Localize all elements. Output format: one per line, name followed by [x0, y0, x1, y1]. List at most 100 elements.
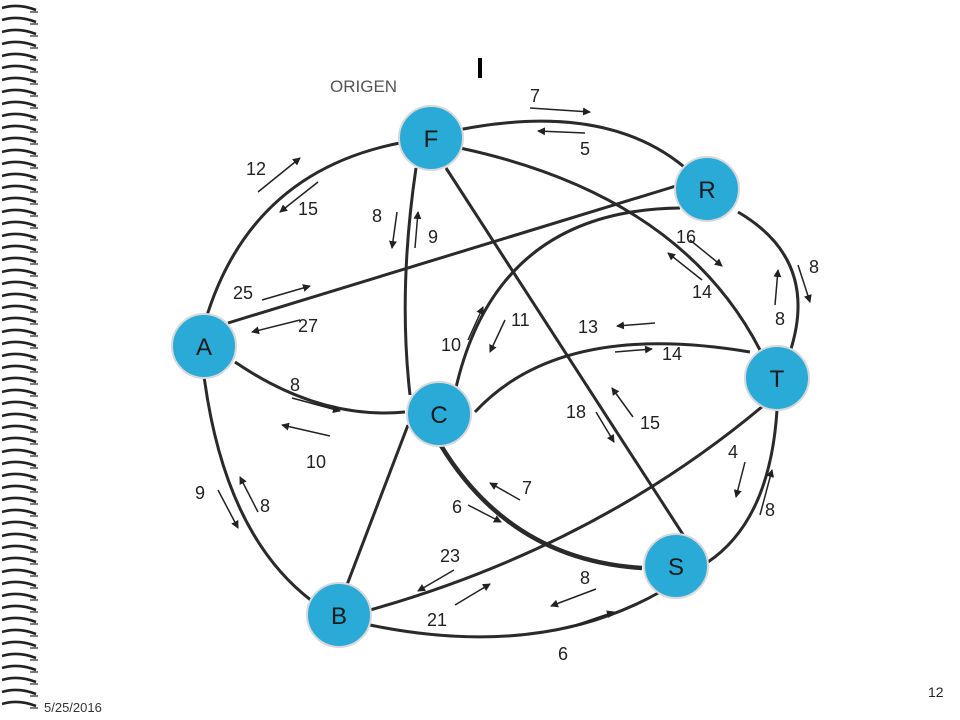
spiral-ring — [1, 640, 37, 648]
node-circle — [306, 582, 372, 648]
spiral-ring — [1, 652, 37, 660]
spiral-ring — [1, 4, 37, 12]
node-circle — [643, 533, 709, 599]
spiral-ring — [1, 664, 37, 672]
spiral-ring — [1, 352, 37, 360]
spiral-ring — [1, 592, 37, 600]
edge-a-c — [234, 360, 406, 415]
weight-af-up: 12 — [246, 159, 266, 179]
spiral-ring — [1, 76, 37, 84]
node-b: B — [306, 582, 372, 648]
weight-af-down: 15 — [298, 199, 318, 219]
spiral-ring — [1, 412, 37, 420]
spiral-ring — [1, 604, 37, 612]
spiral-ring — [1, 616, 37, 624]
spiral-ring — [1, 448, 37, 456]
spiral-ring — [1, 568, 37, 576]
weight-rc-a: 10 — [441, 335, 461, 355]
spiral-ring — [1, 304, 37, 312]
weight-rt-a: 8 — [809, 257, 819, 277]
node-label: T — [770, 366, 785, 393]
edge-a-r — [227, 184, 677, 325]
node-circle — [406, 381, 472, 447]
weight-cs-b: 6 — [452, 497, 462, 517]
edge-r-c — [453, 206, 681, 393]
edge-f-t — [459, 146, 762, 351]
spiral-ring — [1, 400, 37, 408]
edge-f-c — [403, 167, 418, 396]
spiral-ring — [1, 580, 37, 588]
node-r: R — [674, 156, 740, 222]
weight-ft-b: 14 — [692, 282, 712, 302]
spiral-ring — [1, 148, 37, 156]
node-label: B — [331, 603, 347, 630]
weight-ar-b: 27 — [298, 316, 318, 336]
weight-cs-a: 7 — [522, 478, 532, 498]
weight-fc-up: 9 — [428, 227, 438, 247]
spiral-ring — [1, 292, 37, 300]
weight-bs-b: 6 — [558, 644, 568, 664]
weight-bt-a: 23 — [440, 546, 460, 566]
edge-weight-labels: 7 5 12 15 8 9 16 14 8 8 25 27 10 11 13 1… — [195, 86, 819, 664]
spiral-ring — [1, 100, 37, 108]
node-label: R — [698, 177, 715, 204]
weight-rt-b: 8 — [775, 309, 785, 329]
spiral-ring — [1, 64, 37, 72]
text-cursor-mark — [478, 58, 482, 78]
spiral-ring — [1, 256, 37, 264]
spiral-ring — [1, 232, 37, 240]
node-c: C — [406, 381, 472, 447]
spiral-ring — [1, 556, 37, 564]
spiral-ring — [1, 472, 37, 480]
footer-date: 5/25/2016 — [44, 700, 102, 715]
spiral-ring — [1, 112, 37, 120]
edge-b-s — [369, 590, 661, 639]
spiral-ring — [1, 460, 37, 468]
spiral-ring — [1, 52, 37, 60]
node-circle — [674, 156, 740, 222]
weight-ft-a: 16 — [676, 227, 696, 247]
spiral-ring — [1, 532, 37, 540]
weight-ab-a: 9 — [195, 483, 205, 503]
weight-ab-b: 8 — [260, 496, 270, 516]
spiral-ring — [1, 496, 37, 504]
node-label: C — [430, 402, 447, 429]
spiral-ring — [1, 436, 37, 444]
weight-ct-a: 13 — [578, 317, 598, 337]
node-s: S — [643, 533, 709, 599]
spiral-ring — [1, 160, 37, 168]
edge-r-t — [737, 210, 800, 353]
spiral-ring — [1, 220, 37, 228]
spiral-ring — [1, 40, 37, 48]
spiral-ring — [1, 28, 37, 36]
spiral-ring — [1, 700, 37, 708]
spiral-ring — [1, 676, 37, 684]
flow-arrows — [217, 107, 812, 628]
weight-fs-a: 18 — [566, 402, 586, 422]
spiral-ring — [1, 88, 37, 96]
origin-label: ORIGEN — [330, 77, 397, 96]
node-label: A — [196, 334, 212, 361]
spiral-ring — [1, 196, 37, 204]
spiral-ring — [1, 136, 37, 144]
spiral-ring — [1, 508, 37, 516]
spiral-ring — [1, 316, 37, 324]
spiral-ring — [1, 628, 37, 636]
edge-a-f — [203, 140, 406, 323]
spiral-ring — [1, 484, 37, 492]
node-label: F — [424, 126, 439, 153]
graph-edges — [202, 119, 800, 639]
edge-b-c — [343, 424, 410, 591]
node-a: A — [171, 313, 237, 379]
edge-f-s — [444, 167, 695, 551]
spiral-ring — [1, 364, 37, 372]
spiral-ring — [1, 280, 37, 288]
weight-ar-a: 25 — [233, 283, 253, 303]
spiral-ring — [1, 520, 37, 528]
spiral-ring — [1, 172, 37, 180]
page-number: 12 — [928, 684, 944, 700]
weight-ts-a: 4 — [728, 442, 738, 462]
spiral-ring — [1, 340, 37, 348]
weight-fs-b: 15 — [640, 413, 660, 433]
